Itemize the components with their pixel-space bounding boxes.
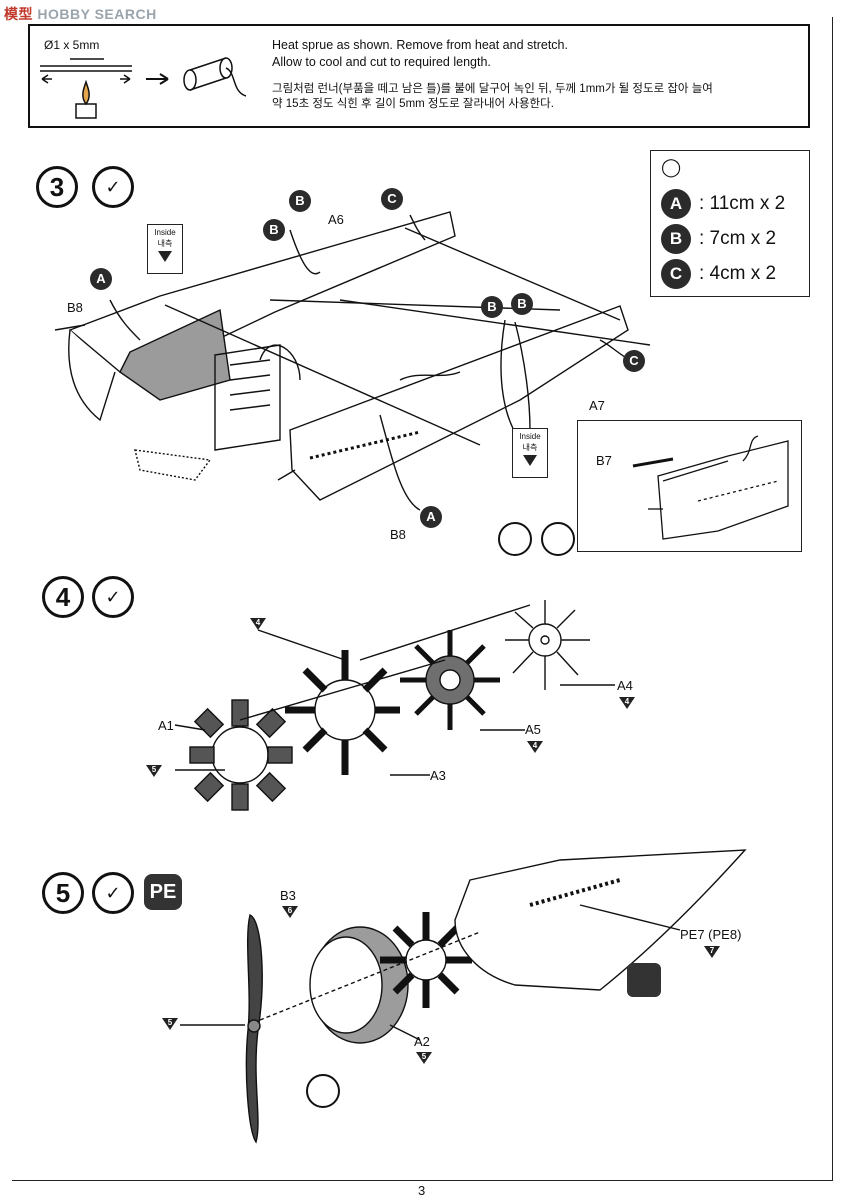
step-3-number: 3 (36, 166, 78, 208)
step-4-number: 4 (42, 576, 84, 618)
label-A4: A4 (617, 678, 633, 693)
ref-number: 4 (624, 697, 630, 706)
wire-legend: ◯ A : 11cm x 2 B : 7cm x 2 C : 4cm x 2 (650, 150, 810, 297)
callout-C: C (623, 350, 645, 372)
glue-icon: ✓ (92, 166, 134, 208)
part-A2 (309, 926, 409, 1044)
callout-B: B (289, 190, 311, 212)
inside-triangle (158, 251, 172, 262)
sprue-en-line1: Heat sprue as shown. Remove from heat an… (272, 38, 568, 52)
sprue-info-box (28, 24, 810, 128)
inside-label-en: Inside (154, 228, 176, 237)
ref-marker (619, 697, 635, 709)
ref-marker (250, 618, 266, 630)
detail-inset: B7 (577, 420, 802, 552)
glue-icon: ✓ (92, 576, 134, 618)
ref-marker (282, 906, 298, 918)
label-A3: A3 (430, 768, 446, 783)
ref-marker (527, 741, 543, 753)
inside-label-ko: 내측 (157, 239, 173, 248)
inside-label-en: Inside (519, 432, 541, 441)
sprue-instructions-en: Heat sprue as shown. Remove from heat an… (272, 37, 568, 71)
label-B8-bottom: B8 (390, 527, 406, 542)
label-PE7: PE7 (PE8) (680, 927, 742, 942)
sprue-instructions-ko: 그림처럼 런너(부품을 떼고 남은 틀)를 불에 달구어 녹인 뒤, 두께 1m… (272, 82, 713, 112)
step-5-number: 5 (42, 872, 84, 914)
callout-B: B (511, 293, 533, 315)
glue-icon: ✓ (92, 872, 134, 914)
page-frame (12, 17, 833, 1181)
callout-A: A (420, 506, 442, 528)
sprue-dimension: Ø1 x 5mm (44, 38, 100, 52)
inside-triangle (523, 455, 537, 466)
do-not-glue-icon (306, 1074, 340, 1108)
inside-num: 7 (523, 464, 528, 473)
inside-num: 7 (158, 260, 163, 269)
ref-number: 4 (532, 741, 538, 750)
watermark-prefix: 模型 (4, 6, 33, 22)
wire-spool-icon: ◯ (661, 157, 682, 177)
callout-B: B (481, 296, 503, 318)
legend-length: : 4cm x 2 (699, 263, 777, 284)
sand-icon (498, 522, 532, 556)
label-B7: B7 (596, 453, 612, 468)
callout-A: A (90, 268, 112, 290)
label-A2: A2 (414, 1034, 430, 1049)
inside-label-ko: 내측 (522, 443, 538, 452)
legend-letter: C (661, 259, 691, 289)
callout-B: B (263, 219, 285, 241)
ref-marker (146, 765, 162, 777)
ref-number: 5 (167, 1018, 173, 1027)
inside-marker: Inside 내측 (147, 224, 183, 274)
part-A1 (189, 699, 293, 811)
legend-letter: A (661, 189, 691, 219)
part-A5 (400, 630, 500, 730)
ref-number: 5 (151, 765, 157, 774)
photo-etch-badge: PE (144, 874, 182, 910)
inset-drawing (632, 435, 789, 540)
legend-length: : 11cm x 2 (699, 193, 786, 214)
paint-drop-icon (627, 963, 661, 997)
ref-number: 5 (421, 1052, 427, 1061)
sprue-ko-line1: 그림처럼 런너(부품을 떼고 남은 틀)를 불에 달구어 녹인 뒤, 두께 1m… (272, 83, 713, 95)
label-A6: A6 (328, 212, 344, 227)
part-A4 (505, 600, 590, 690)
ref-number: 6 (287, 906, 293, 915)
sprue-ko-line2: 약 15초 정도 식힌 후 길이 5mm 정도로 잘라내어 사용한다. (272, 98, 554, 110)
legend-letter: B (661, 224, 691, 254)
ref-number: 7 (709, 946, 715, 955)
inside-marker: Inside 내측 (512, 428, 548, 478)
ref-marker (162, 1018, 178, 1030)
label-A1: A1 (158, 718, 174, 733)
callout-C: C (381, 188, 403, 210)
label-B3: B3 (280, 888, 296, 903)
page-number: 3 (418, 1183, 426, 1198)
sprue-en-line2: Allow to cool and cut to required length… (272, 55, 491, 69)
label-A7: A7 (589, 398, 605, 413)
watermark-brand: HOBBY SEARCH (37, 6, 157, 22)
watermark: 模型 HOBBY SEARCH (4, 4, 157, 24)
ref-marker (704, 946, 720, 958)
ref-marker (416, 1052, 432, 1064)
label-B8-top: B8 (67, 300, 83, 315)
legend-length: : 7cm x 2 (699, 228, 777, 249)
ref-number: 4 (255, 618, 261, 627)
label-A5: A5 (525, 722, 541, 737)
cut-icon (541, 522, 575, 556)
